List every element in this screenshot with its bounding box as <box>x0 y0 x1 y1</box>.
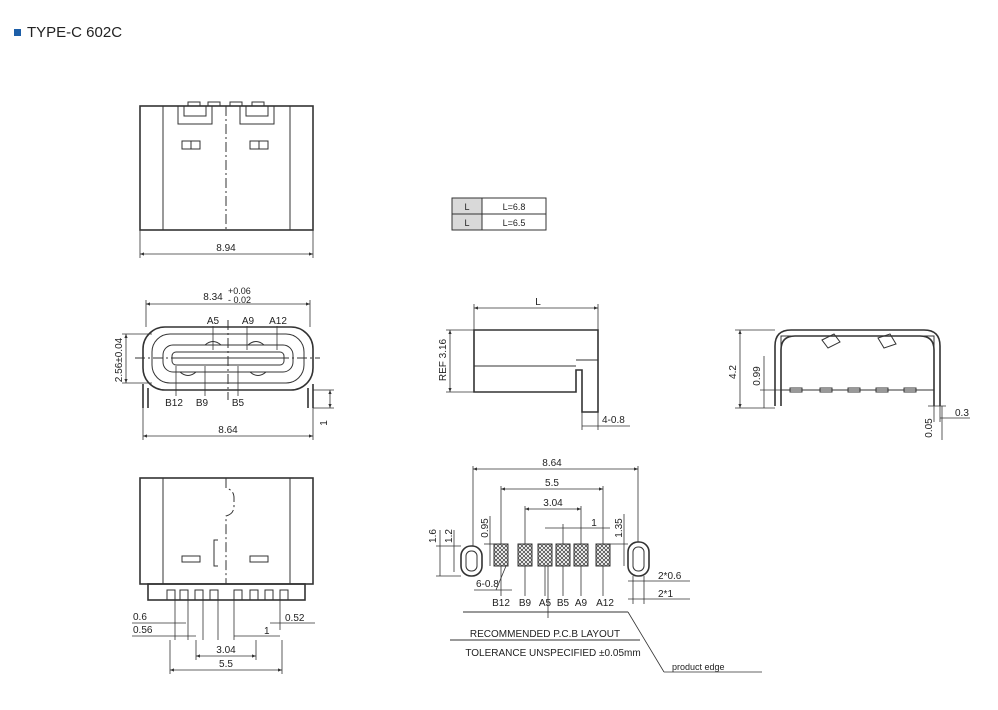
pcb-h2-label: 1.2 <box>444 529 455 543</box>
pcb-w3-label: 1 <box>591 518 597 529</box>
front-view: A5 A9 A12 B12 B9 B5 8.34 +0.06 - 0.02 2.… <box>114 286 334 440</box>
front-width-label: 8.34 <box>203 292 223 303</box>
top-view: 8.94 <box>139 101 314 258</box>
pcb-slot1-label: 2*0.6 <box>658 571 682 582</box>
top-width-label: 8.94 <box>216 243 236 254</box>
pcb-h3-label: 0.95 <box>480 518 491 538</box>
side-view: L REF 3.16 4-0.8 <box>438 297 630 430</box>
table-row1-value: L=6.8 <box>503 202 526 212</box>
pin-a12-label: A12 <box>269 316 287 327</box>
side-length-label: L <box>535 297 541 308</box>
table-row2-key: L <box>464 218 469 228</box>
pcb-tolerance: TOLERANCE UNSPECIFIED ±0.05mm <box>465 648 640 659</box>
title-text: TYPE-C 602C <box>27 24 123 41</box>
length-table: L L=6.8 L L=6.5 <box>451 197 547 231</box>
pin-a9-label: A9 <box>242 316 255 327</box>
pin-b12-label: B12 <box>165 398 183 409</box>
side-pin-label: 4-0.8 <box>602 415 625 426</box>
end-height-label: 4.2 <box>728 365 739 379</box>
bullet-square-icon <box>14 29 21 36</box>
end-t2-label: 0.05 <box>924 418 935 438</box>
pcb-pin-b5: B5 <box>557 598 570 609</box>
bottom-d5-label: 3.04 <box>216 645 236 656</box>
pin-b9-label: B9 <box>196 398 209 409</box>
tolerance-plus-label: +0.06 <box>228 286 251 296</box>
pin-a5-label: A5 <box>207 316 220 327</box>
front-overall-label: 8.64 <box>218 425 238 436</box>
bottom-view: 0.6 0.56 1 0.52 3.04 5.5 <box>132 477 315 674</box>
end-t1-label: 0.3 <box>955 408 969 419</box>
pcb-pin-a12: A12 <box>596 598 614 609</box>
pcb-overall-label: 8.64 <box>542 458 562 469</box>
table-row1-key: L <box>464 202 469 212</box>
bottom-d3-label: 1 <box>264 626 270 637</box>
leg-length-label: 1 <box>319 420 330 426</box>
bottom-d2-label: 0.56 <box>133 625 153 636</box>
pcb-edge-label: product edge <box>672 662 725 672</box>
pcb-h1-label: 1.6 <box>428 529 439 543</box>
pcb-w1-label: 5.5 <box>545 478 559 489</box>
bottom-d6-label: 5.5 <box>219 659 233 670</box>
front-height-label: 2.56±0.04 <box>114 337 125 382</box>
pcb-pin-a5: A5 <box>539 598 552 609</box>
pcb-hole-label: 6-0.8 <box>476 579 499 590</box>
page-title: TYPE-C 602C <box>14 24 122 41</box>
pcb-pin-b12: B12 <box>492 598 510 609</box>
pcb-slot2-label: 2*1 <box>658 589 673 600</box>
pcb-pin-a9: A9 <box>575 598 588 609</box>
pin-b5-label: B5 <box>232 398 245 409</box>
bottom-d1-label: 0.6 <box>133 612 147 623</box>
table-row2-value: L=6.5 <box>503 218 526 228</box>
end-h2-label: 0.99 <box>752 366 763 386</box>
pcb-pin-b9: B9 <box>519 598 532 609</box>
side-ref-label: REF 3.16 <box>438 338 449 381</box>
tolerance-minus-label: - 0.02 <box>228 295 251 305</box>
pcb-h4-label: 1.35 <box>614 518 625 538</box>
pcb-w2-label: 3.04 <box>543 498 563 509</box>
bottom-d4-label: 0.52 <box>285 613 305 624</box>
end-view: 4.2 0.99 0.3 0.05 <box>728 329 970 440</box>
pcb-caption: RECOMMENDED P.C.B LAYOUT <box>470 629 620 640</box>
pcb-layout: 8.64 5.5 3.04 1 1.6 1.2 0.95 1.35 6-0.8 … <box>428 458 762 673</box>
